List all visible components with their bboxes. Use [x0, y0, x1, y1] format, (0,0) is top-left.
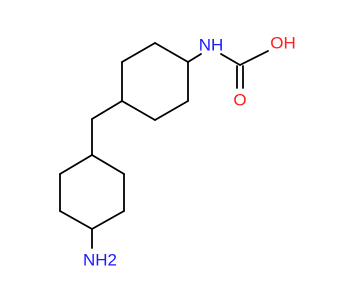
bond-ring-to-nh	[187, 53, 202, 63]
bond-ring1-3	[154, 100, 189, 121]
atom-label-layer: NH O OH NH2	[83, 33, 296, 269]
bond-layer	[59, 42, 269, 249]
bond-carbon-to-oh	[239, 50, 269, 66]
amine-label: NH2	[83, 250, 117, 269]
bond-ring2-3	[91, 210, 125, 230]
bond-ring2-4	[59, 210, 93, 230]
bond-ring1-1	[154, 42, 189, 63]
bond-ring2-6	[59, 154, 93, 175]
carbonyl-oxygen-label: O	[233, 90, 246, 109]
amide-nitrogen-label: NH	[199, 35, 224, 54]
bond-bridge-1	[91, 100, 123, 120]
bond-ring1-6	[121, 42, 156, 63]
bond-ring2-1	[91, 154, 125, 175]
bond-ring1-4	[121, 100, 156, 121]
hydroxyl-label: OH	[270, 33, 296, 52]
bond-nh-to-carbon	[220, 53, 241, 66]
